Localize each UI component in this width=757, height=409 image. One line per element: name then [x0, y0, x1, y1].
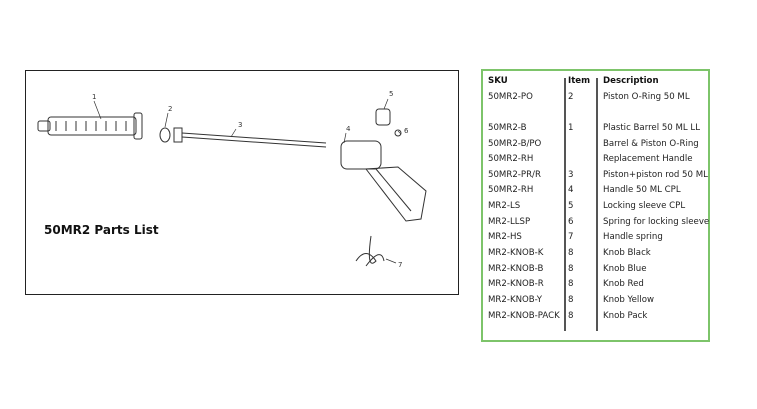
- diagram-title: 50MR2 Parts List: [44, 223, 159, 237]
- callout-5: 5: [389, 90, 393, 98]
- cell-sku: 50MR2-B: [488, 123, 527, 133]
- parts-diagram: 1 2 3 4 5 6 7 50MR2 Parts List: [25, 70, 459, 295]
- cell-item: 6: [568, 217, 574, 227]
- cell-sku: MR2-LLSP: [488, 217, 531, 227]
- callout-2: 2: [168, 105, 172, 113]
- cell-item: 3: [568, 170, 574, 180]
- cell-item: 2: [568, 92, 574, 102]
- barrel-part: [37, 112, 143, 140]
- callout-1: 1: [92, 93, 96, 101]
- callout-4: 4: [346, 125, 351, 133]
- cell-sku: 50MR2-RH: [488, 185, 534, 195]
- exploded-view-drawing: 1 2 3 4 5 6 7: [37, 90, 427, 269]
- column-divider: [596, 78, 598, 331]
- callout-7: 7: [398, 261, 402, 269]
- header-item: Item: [568, 76, 591, 86]
- cell-description: Knob Red: [603, 279, 644, 289]
- cell-description: Spring for locking sleeve: [603, 217, 710, 227]
- handle-part: [340, 108, 427, 222]
- cell-sku: MR2-KNOB-K: [488, 248, 544, 258]
- cell-sku: 50MR2-B/PO: [488, 139, 542, 149]
- cell-item: 1: [568, 123, 574, 133]
- cell-sku: MR2-KNOB-R: [488, 279, 544, 289]
- cell-item: 8: [568, 311, 574, 321]
- cell-sku: MR2-HS: [488, 232, 522, 242]
- cell-item: 8: [568, 248, 574, 258]
- cell-sku: MR2-KNOB-B: [488, 264, 544, 274]
- cell-description: Handle spring: [603, 232, 663, 242]
- cell-description: Knob Pack: [603, 311, 648, 321]
- cell-sku: 50MR2-PR/R: [488, 170, 541, 180]
- cell-description: Piston O-Ring 50 ML: [603, 92, 690, 102]
- header-description: Description: [603, 76, 659, 86]
- cell-sku: MR2-LS: [488, 201, 521, 211]
- column-divider: [564, 78, 566, 331]
- callout-3: 3: [238, 121, 242, 129]
- cell-sku: MR2-KNOB-PACK: [488, 311, 560, 321]
- cell-item: 8: [568, 295, 574, 305]
- piston-rod-part: [173, 127, 327, 148]
- cell-item: 8: [568, 279, 574, 289]
- cell-description: Handle 50 ML CPL: [603, 185, 681, 195]
- parts-table: SKU Item Description 50MR2-PO 2 Piston O-R…: [481, 69, 710, 342]
- cell-description: Barrel & Piston O-Ring: [603, 139, 699, 149]
- cell-sku: 50MR2-PO: [488, 92, 533, 102]
- cell-description: Piston+piston rod 50 ML: [603, 170, 708, 180]
- handle-spring-part: [355, 235, 385, 267]
- callout-6: 6: [404, 127, 409, 135]
- cell-sku: 50MR2-RH: [488, 154, 534, 164]
- header-sku: SKU: [488, 76, 508, 86]
- cell-sku: MR2-KNOB-Y: [488, 295, 543, 305]
- cell-description: Knob Black: [603, 248, 651, 258]
- cell-description: Locking sleeve CPL: [603, 201, 686, 211]
- cell-description: Plastic Barrel 50 ML LL: [603, 123, 700, 133]
- cell-description: Replacement Handle: [603, 154, 693, 164]
- oring-part: [159, 127, 171, 143]
- cell-item: 7: [568, 232, 574, 242]
- cell-item: 8: [568, 264, 574, 274]
- cell-item: 5: [568, 201, 574, 211]
- cell-description: Knob Yellow: [603, 295, 654, 305]
- cell-item: 4: [568, 185, 574, 195]
- cell-description: Knob Blue: [603, 264, 647, 274]
